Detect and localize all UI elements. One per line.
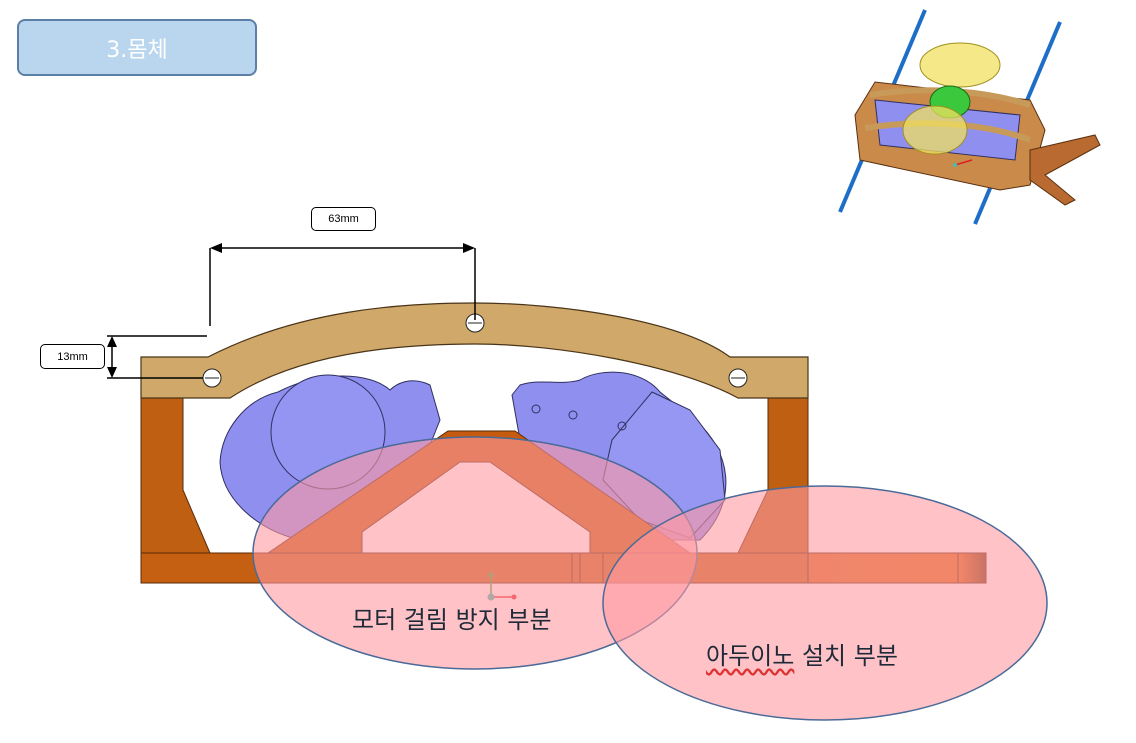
dimension-63mm xyxy=(209,243,476,326)
slide-title: 3.몸체 xyxy=(17,19,257,76)
arduino-zone-ellipse xyxy=(602,485,1048,721)
isometric-preview xyxy=(838,9,1101,225)
motor-zone-label: 모터 걸림 방지 부분 xyxy=(352,606,552,634)
dimension-13mm xyxy=(107,335,207,379)
width-dimension-label: 63mm xyxy=(311,207,376,231)
height-dimension-label: 13mm xyxy=(40,344,105,369)
arduino-word: 아두이노 xyxy=(706,642,795,670)
arch-bar xyxy=(140,302,809,399)
arduino-zone-rest: 설치 부분 xyxy=(794,642,898,670)
arduino-zone-label: 아두이노 설치 부분 xyxy=(706,636,898,671)
